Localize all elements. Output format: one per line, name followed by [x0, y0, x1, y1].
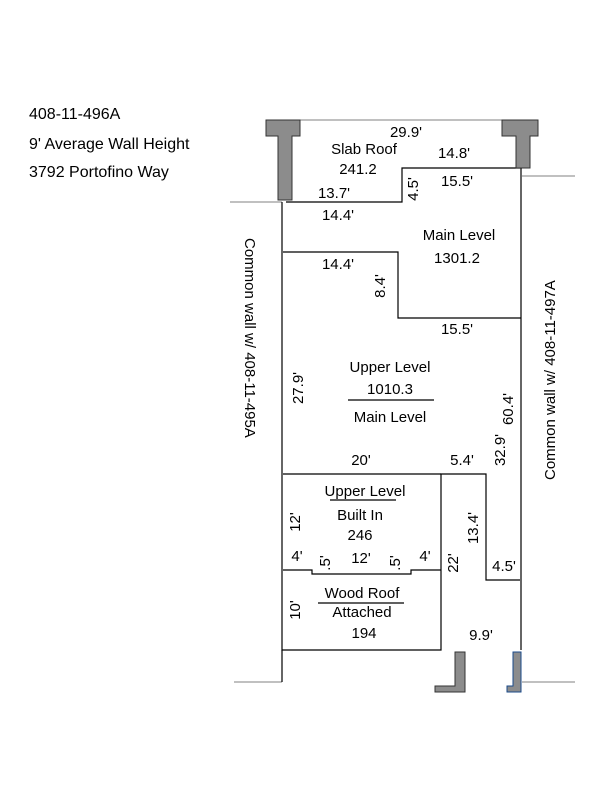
dim-slab-left: 13.7' [318, 185, 350, 202]
dim-bottom-right: 9.9' [469, 627, 493, 644]
dim-slab-right: 14.8' [438, 145, 470, 162]
main-level-area: 1301.2 [434, 250, 480, 267]
dim-wood-height: 10' [287, 600, 304, 620]
left-common-wall-label: Common wall w/ 408-11-495A [241, 238, 258, 438]
right-common-wall-label: Common wall w/ 408-11-497A [542, 280, 559, 480]
main-level-label: Main Level [423, 227, 496, 244]
dim-jog-height: 13.4' [465, 512, 482, 544]
lot-lines [230, 119, 575, 683]
upper-main-area: 1010.3 [367, 381, 413, 398]
dim-jog-width: 5.4' [450, 452, 474, 469]
upper-level-label: Upper Level [350, 359, 431, 376]
label-separators [318, 399, 434, 604]
dim-step-vertical: 4.5' [405, 177, 422, 201]
dim-inner-second: 14.4' [322, 256, 354, 273]
wall-piers [265, 119, 539, 693]
dim-bottom-right-small: 4.5' [492, 558, 516, 575]
dim-small-right: .5' [387, 555, 404, 571]
wall-height-note: 9' Average Wall Height [29, 136, 190, 153]
dim-inner-top: 14.4' [322, 207, 354, 224]
main-level-sub-label: Main Level [354, 409, 427, 426]
built-in-area: 246 [347, 527, 372, 544]
dim-right-height: 60.4' [500, 393, 517, 425]
dim-step-top: 15.5' [441, 173, 473, 190]
dim-side-right: 4' [419, 548, 430, 565]
dim-left-height: 27.9' [290, 372, 307, 404]
attached-label: Attached [332, 604, 391, 621]
dim-right-upper: 32.9' [492, 434, 509, 466]
dim-long-vertical: 22' [445, 553, 462, 573]
dim-side-left: 4' [291, 548, 302, 565]
dim-notch-bottom: 15.5' [441, 321, 473, 338]
address: 3792 Portofino Way [29, 164, 169, 181]
wood-roof-area: 194 [351, 625, 376, 642]
built-in-label: Built In [337, 507, 383, 524]
dim-top-width: 29.9' [390, 124, 422, 141]
dim-notch-vertical: 8.4' [372, 274, 389, 298]
dim-small-left: .5' [317, 555, 334, 571]
unit-id: 408-11-496A [29, 106, 121, 123]
dim-center-width: 12' [351, 550, 371, 567]
dim-mid-width: 20' [351, 452, 371, 469]
slab-roof-label: Slab Roof [331, 141, 398, 158]
dim-built-in-height: 12' [287, 512, 304, 532]
building-outline [281, 167, 522, 682]
wood-roof-label: Wood Roof [325, 585, 401, 602]
slab-roof-area: 241.2 [339, 161, 377, 178]
built-in-upper-label: Upper Level [325, 483, 406, 500]
